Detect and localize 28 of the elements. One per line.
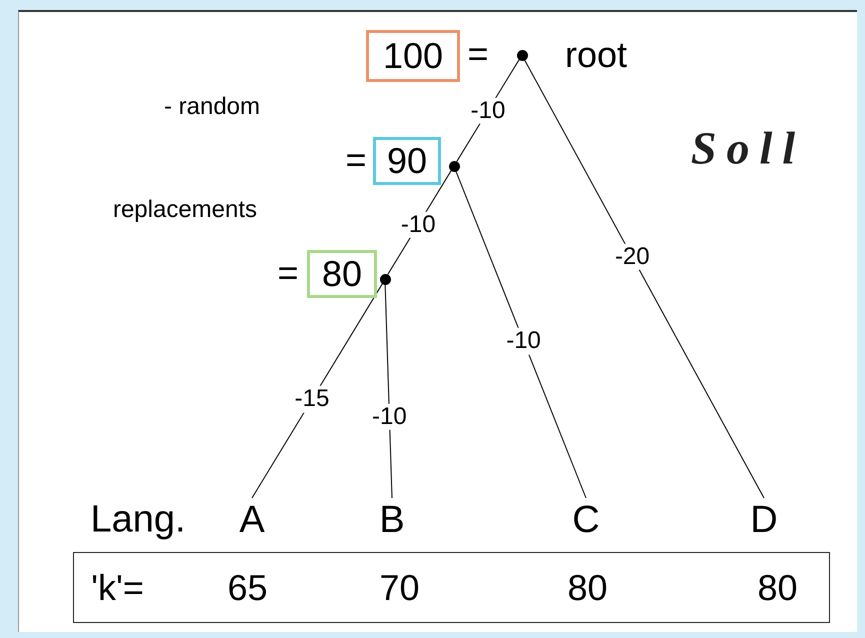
language-label: B [372,498,412,542]
value-text: 80 [567,567,608,609]
edge-label: -15 [292,386,332,413]
value-text: 80 [757,567,798,609]
language-label: C [566,498,606,542]
value-row [72,552,830,622]
edge-label: -10 [504,328,543,354]
label-text: - random [164,93,260,121]
value-box: 90 [373,137,441,185]
label-text: = [277,252,299,294]
edge-label: -10 [398,211,438,238]
value-box: 100 [366,30,460,82]
edge-label: -10 [468,97,508,124]
edge-label: -10 [370,404,409,430]
title-text: Soll [690,122,806,174]
node-caption: root [564,34,628,76]
label-text: Lang. [90,498,186,542]
label-text: replacements [112,196,258,224]
label-text: = [345,139,367,181]
label-text: = [467,33,489,75]
language-label: D [744,498,784,542]
language-label: A [232,498,272,542]
value-text: 70 [379,567,420,609]
tree-branch [524,59,764,498]
value-box: 80 [307,250,377,298]
value-text: 65 [227,567,268,609]
value-text: 'k'= [91,567,144,609]
tree-branch [455,170,586,498]
